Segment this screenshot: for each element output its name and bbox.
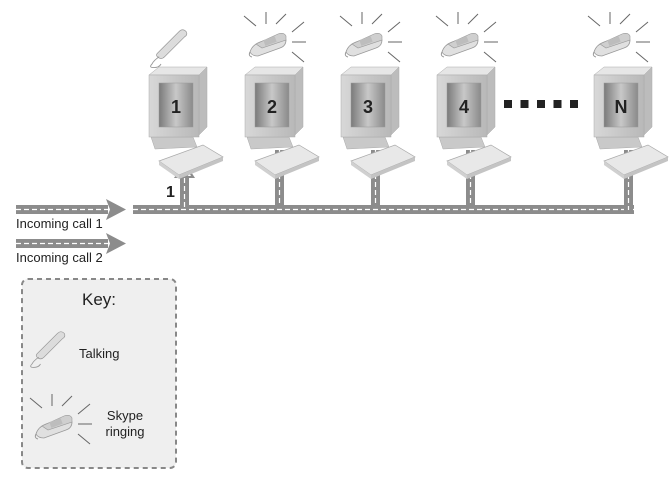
- ellipsis-dots: [504, 100, 578, 108]
- computer-1-label: 1: [171, 97, 181, 117]
- computer-2: 2: [244, 66, 320, 180]
- ellipsis-dot: [553, 100, 562, 108]
- ellipsis-dot: [504, 100, 512, 108]
- computer-2-label: 2: [267, 97, 277, 117]
- computer-4: 4: [436, 66, 512, 180]
- key-ringing-label-line2: ringing: [105, 424, 144, 439]
- branch-label: 1: [166, 184, 175, 201]
- incoming-call-2-arrow: [16, 233, 126, 254]
- ringing-phone-icon: [587, 11, 651, 63]
- key-ringing-label-line1: Skype: [107, 408, 143, 423]
- ellipsis-dot: [537, 100, 545, 108]
- ellipsis-dot: [520, 100, 529, 108]
- incoming-call-1-label: Incoming call 1: [16, 216, 103, 231]
- computer-3-label: 3: [363, 97, 373, 117]
- computer-3: 3: [340, 66, 416, 180]
- key-legend: Key: Talking Skype ringing: [21, 278, 177, 469]
- incoming-call-2-label: Incoming call 2: [16, 250, 103, 265]
- ringing-phone-icon: [435, 11, 499, 63]
- incoming-call-1-arrow: [16, 199, 126, 220]
- handset-icon: [150, 29, 188, 69]
- ringing-phone-icon: [243, 11, 307, 63]
- computer-4-label: 4: [459, 97, 469, 117]
- computer-1: 1: [148, 66, 224, 180]
- key-talking-label: Talking: [79, 346, 119, 361]
- computer-n-label: N: [615, 97, 628, 117]
- network-bus: [133, 150, 634, 214]
- ringing-phone-icon: [339, 11, 403, 63]
- ellipsis-dot: [570, 100, 578, 108]
- computer-n: N: [593, 66, 669, 180]
- key-title: Key:: [82, 290, 116, 309]
